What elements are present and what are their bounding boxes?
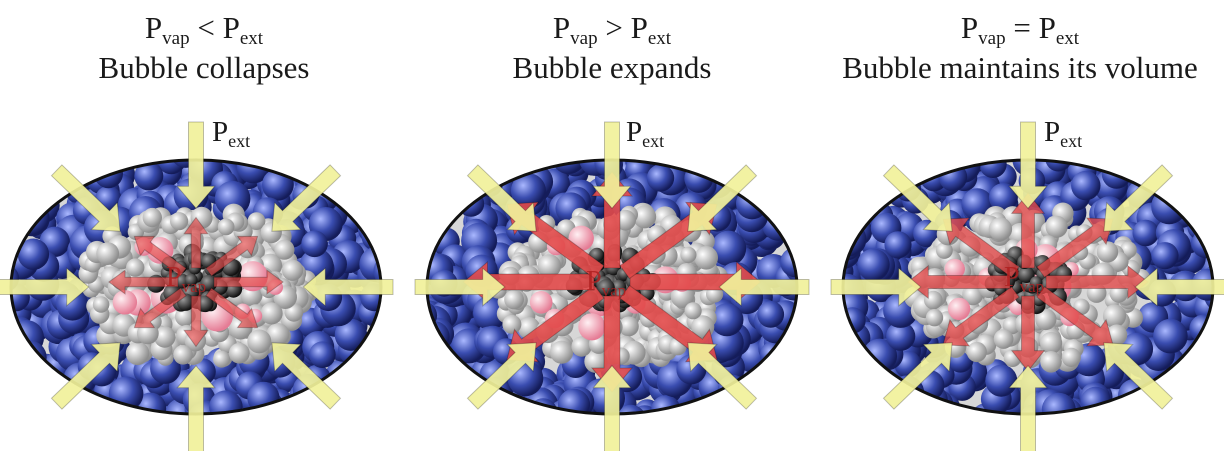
- liquid-molecule: [1151, 242, 1178, 269]
- panel-collapse: Pvap < Pext Bubble collapses Pext Pvap: [0, 0, 408, 451]
- bubble-diagram: [0, 0, 408, 451]
- liquid-molecule: [558, 389, 590, 421]
- liquid-molecule: [209, 390, 243, 424]
- liquid-molecule: [1153, 319, 1188, 354]
- liquid-molecule: [762, 208, 794, 240]
- bubble-diagram: [408, 0, 816, 451]
- vapor-molecule: [502, 315, 521, 334]
- panel-expand: Pvap > Pext Bubble expands Pext Pvap: [408, 0, 816, 451]
- liquid-molecule: [309, 341, 336, 368]
- vapor-molecule: [994, 329, 1014, 349]
- vapor-molecule: [1046, 216, 1068, 238]
- liquid-molecule: [418, 321, 449, 352]
- bubble-diagram: [816, 0, 1224, 451]
- vapor-molecule: [213, 351, 230, 368]
- vapor-molecule: [170, 212, 188, 230]
- liquid-molecule: [757, 301, 784, 328]
- pext-label: Pext: [212, 116, 250, 152]
- vapor-molecule: [1097, 241, 1118, 262]
- liquid-molecule: [884, 231, 911, 258]
- vapor-molecule: [550, 341, 573, 364]
- vapor-molecule: [926, 309, 943, 326]
- vapor-molecule: [967, 342, 987, 362]
- pext-label: Pext: [1044, 116, 1082, 152]
- liquid-molecule: [301, 231, 328, 258]
- vapor-molecule-pink: [948, 298, 970, 320]
- vapor-molecule: [218, 219, 235, 236]
- vapor-molecule: [93, 296, 110, 313]
- liquid-molecule: [552, 140, 586, 174]
- liquid-molecule: [985, 365, 1017, 397]
- vapor-molecule: [989, 217, 1012, 240]
- liquid-molecule: [1133, 220, 1159, 246]
- vapor-molecule: [504, 290, 524, 310]
- vapor-molecule: [694, 246, 718, 270]
- liquid-molecule: [760, 341, 787, 368]
- vapor-molecule: [261, 302, 283, 324]
- liquid-molecule: [857, 249, 889, 281]
- vapor-molecule: [1062, 348, 1081, 367]
- vapor-molecule-pink: [578, 313, 605, 340]
- pvap-label: Pvap: [166, 262, 206, 297]
- vapor-molecule: [282, 260, 303, 281]
- panel-equal: Pvap = Pext Bubble maintains its volume …: [816, 0, 1224, 451]
- pvap-label: Pvap: [586, 266, 626, 301]
- liquid-molecule: [647, 164, 674, 191]
- vapor-molecule: [173, 345, 193, 365]
- vapor-molecule: [274, 240, 294, 260]
- vapor-molecule-pink: [530, 291, 553, 314]
- pext-label: Pext: [626, 116, 664, 152]
- vapor-molecule: [96, 242, 119, 265]
- liquid-molecule: [1071, 171, 1100, 200]
- vapor-molecule: [680, 247, 696, 263]
- vapor-molecule: [685, 302, 702, 319]
- vapor-molecule: [143, 208, 162, 227]
- vapor-molecule: [1040, 351, 1062, 373]
- liquid-molecule: [17, 203, 49, 235]
- pvap-label: Pvap: [1004, 262, 1044, 297]
- vapor-molecule: [247, 329, 271, 353]
- vapor-molecule: [126, 342, 150, 366]
- vapor-molecule: [229, 343, 250, 364]
